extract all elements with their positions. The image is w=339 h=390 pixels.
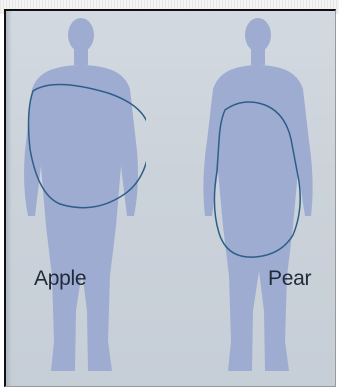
apple-body — [24, 18, 138, 371]
apple-silhouette — [16, 11, 146, 387]
pear-head — [245, 18, 271, 52]
apple-label: Apple — [34, 267, 86, 291]
pear-neck — [251, 49, 265, 65]
apple-figure — [16, 11, 146, 387]
pear-figure — [185, 11, 315, 387]
pear-silhouette — [185, 11, 315, 387]
diagram-panel: Apple Pear — [4, 9, 336, 387]
panel-left-shadow — [6, 11, 12, 386]
pear-body — [203, 18, 312, 371]
apple-torso — [24, 65, 138, 371]
apple-head — [68, 18, 94, 52]
pear-label: Pear — [268, 267, 311, 291]
pear-torso — [203, 65, 312, 371]
apple-neck — [74, 49, 88, 65]
